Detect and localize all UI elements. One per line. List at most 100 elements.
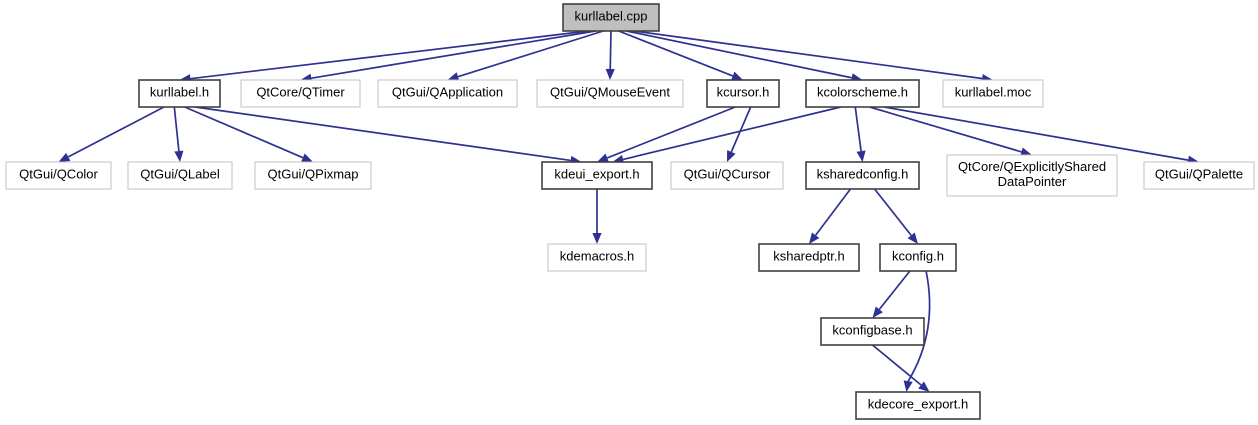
node-box [820,317,925,346]
graph-node-kcolorscheme-h[interactable]: kcolorscheme.h [805,79,920,108]
graph-edge [184,106,304,159]
node-box [706,79,780,108]
node-label: QtGui/QPixmap [267,167,358,182]
node-box [946,154,1118,197]
graph-edge [606,106,736,159]
graph-node-qmouseevent[interactable]: QtGui/QMouseEvent [536,79,684,108]
node-box [536,79,684,108]
graph-edge-arrowhead [447,72,460,82]
graph-edge-arrowhead [727,150,736,162]
node-box [254,161,372,190]
node-label: kdemacros.h [560,249,634,264]
node-box [758,243,860,272]
graph-node-kconfig-h[interactable]: kconfig.h [879,243,957,272]
node-box [942,79,1044,108]
graph-edge [457,30,604,78]
node-label: kurllabel.cpp [575,9,648,24]
node-label: kcursor.h [717,85,770,100]
node-box [670,161,784,190]
graph-edge-arrowhead [856,150,866,162]
node-label: kconfigbase.h [832,323,912,338]
graph-node-kconfigbase-h[interactable]: kconfigbase.h [820,317,925,346]
graph-edge [67,106,165,158]
node-label: QtGui/QPalette [1155,167,1243,182]
graph-edge [609,30,612,70]
graph-node-kcursor-h[interactable]: kcursor.h [706,79,780,108]
graph-node-kdemacros-h[interactable]: kdemacros.h [547,243,647,272]
node-box [1143,161,1255,190]
graph-edge-arrowhead [58,152,71,162]
node-label: QtGui/QColor [19,167,98,182]
graph-edge-arrowhead [903,380,913,392]
node-box [805,161,920,190]
graph-edge [814,188,852,236]
graph-edge [626,30,852,79]
graph-node-qpalette[interactable]: QtGui/QPalette [1143,161,1255,190]
graph-edge [907,270,931,382]
node-box [240,79,361,108]
graph-edge [633,30,983,80]
node-box [562,3,660,32]
node-box [127,161,233,190]
graph-edge-arrowhead [592,233,602,244]
graph-edge [884,106,1189,161]
graph-node-kurllabel-moc[interactable]: kurllabel.moc [942,79,1044,108]
graph-edge [854,106,862,152]
graph-edge [869,106,1022,153]
graph-node-qpixmap[interactable]: QtGui/QPixmap [254,161,372,190]
node-box [855,391,981,420]
graph-node-qcursor[interactable]: QtGui/QCursor [670,161,784,190]
graph-node-kdeui-export-h[interactable]: kdeui_export.h [541,161,653,190]
graph-edge [622,106,842,161]
node-box [377,79,518,108]
graph-edge-arrowhead [907,232,918,244]
node-box [805,79,920,108]
graph-node-qlabel[interactable]: QtGui/QLabel [127,161,233,190]
graph-edge-arrowhead [1020,147,1032,157]
graph-edge-arrowhead [731,71,743,81]
graph-edge-arrowhead [872,306,883,318]
graph-node-kurllabel-cpp[interactable]: kurllabel.cpp [562,3,660,32]
node-label: kdecore_export.h [868,397,968,412]
graph-node-qtimer[interactable]: QtCore/QTimer [240,79,361,108]
node-box [879,243,957,272]
graph-edge-arrowhead [597,153,609,163]
node-box [138,79,221,108]
node-label: QtCore/QTimer [256,85,345,100]
node-box [5,161,112,190]
graph-node-qcolor[interactable]: QtGui/QColor [5,161,112,190]
node-label: QtGui/QMouseEvent [550,85,670,100]
graph-edge-arrowhead [605,68,615,80]
graph-node-ksharedconfig-h[interactable]: ksharedconfig.h [805,161,920,190]
graph-node-qapplication[interactable]: QtGui/QApplication [377,79,518,108]
node-label: kconfig.h [892,249,944,264]
node-box [541,161,653,190]
node-label: kurllabel.moc [955,85,1032,100]
graph-edge [871,344,922,386]
edge-layer [58,30,1199,392]
graph-node-kdecore-export-h[interactable]: kdecore_export.h [855,391,981,420]
graph-edge [194,106,571,162]
graph-edge [173,106,180,152]
graph-edge [730,106,752,153]
graph-edge [873,188,912,236]
node-box [547,243,647,272]
node-label: kurllabel.h [150,85,209,100]
node-label: ksharedconfig.h [817,167,909,182]
graph-node-kurllabel-h[interactable]: kurllabel.h [138,79,221,108]
graph-edge [190,30,589,80]
node-label: ksharedptr.h [773,249,845,264]
node-label: kdeui_export.h [554,167,639,182]
graph-edge-arrowhead [174,150,184,162]
graph-edge-arrowhead [918,381,930,392]
graph-edge [878,270,911,310]
graph-node-ksharedptr-h[interactable]: ksharedptr.h [758,243,860,272]
node-label: QtGui/QCursor [684,167,771,182]
graph-edge-arrowhead [301,153,313,162]
graph-edge-arrowhead [809,232,820,244]
